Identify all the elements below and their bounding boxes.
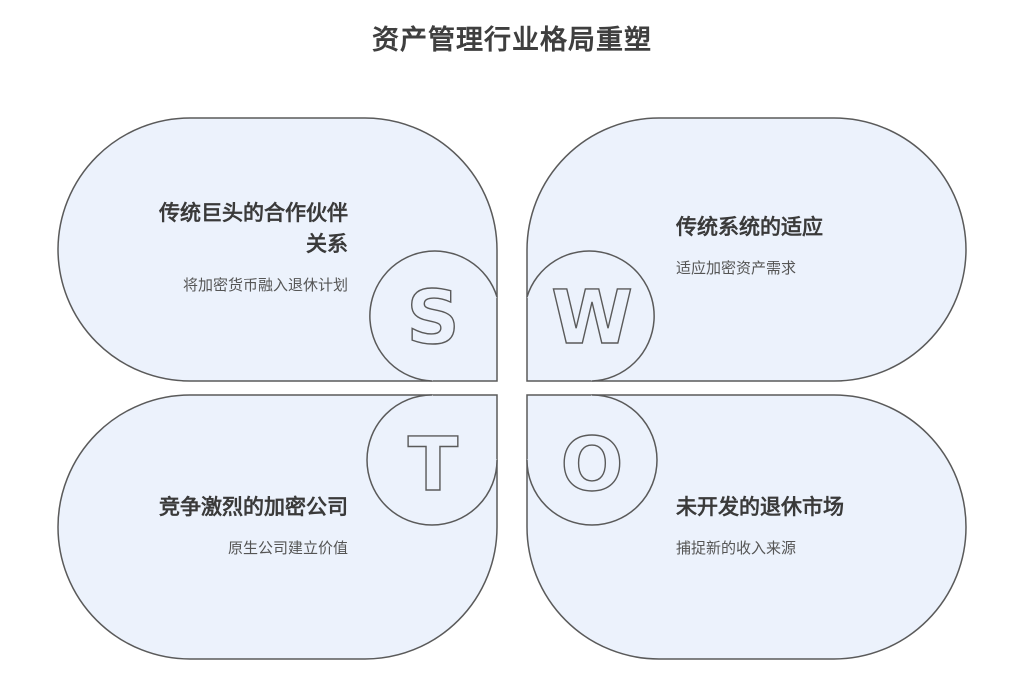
letter-circle-s [369,250,498,382]
letter-s-icon: S [406,275,459,361]
weaknesses-description: 适应加密资产需求 [676,259,797,277]
letter-circle-w [526,250,655,382]
quadrant-opportunities: O [526,394,967,660]
quadrant-weaknesses: W [526,117,967,382]
strengths-title-line2: 关系 [306,232,348,256]
opportunities-title: 未开发的退休市场 [676,495,844,519]
letter-w-icon: W [551,275,633,361]
weaknesses-title: 传统系统的适应 [676,215,823,239]
threats-description: 原生公司建立价值 [227,539,348,557]
strengths-description: 将加密货币融入退休计划 [182,276,348,294]
diagram-title: 资产管理行业格局重塑 [372,25,652,56]
threats-text: 竞争激烈的加密公司 原生公司建立价值 [48,492,348,558]
letter-o-icon: O [561,422,624,508]
strengths-title-line1: 传统巨头的合作伙伴 [159,201,348,225]
opportunities-description: 捕捉新的收入来源 [676,539,797,557]
strengths-text: 传统巨头的合作伙伴 关系 将加密货币融入退休计划 [88,198,348,295]
opportunities-text: 未开发的退休市场 捕捉新的收入来源 [676,492,936,558]
letter-t-icon: T [408,422,459,508]
quadrant-strengths: S [57,117,498,382]
threats-title: 竞争激烈的加密公司 [159,495,348,519]
letter-circle-t [366,394,498,526]
letter-circle-o [526,394,658,526]
quadrant-threats: T [57,394,498,660]
weaknesses-text: 传统系统的适应 适应加密资产需求 [676,212,936,278]
